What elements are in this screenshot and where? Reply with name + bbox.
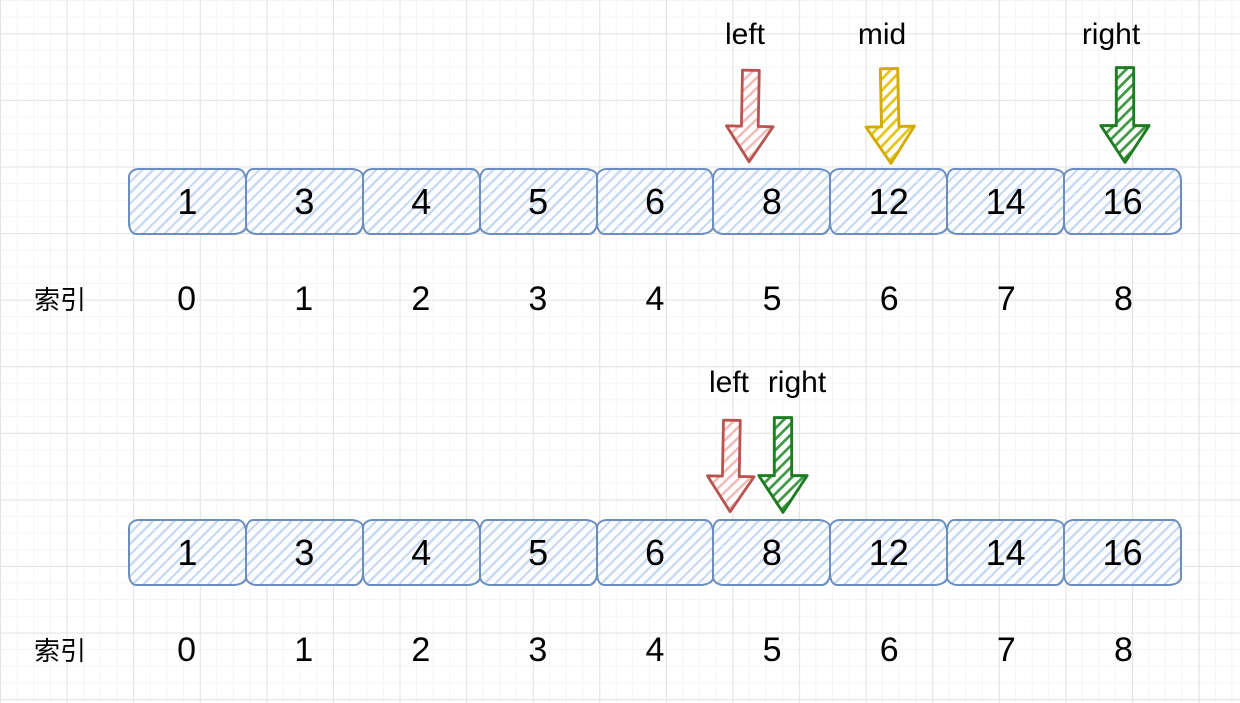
index-value: 3 xyxy=(528,279,548,318)
cell-value: 12 xyxy=(868,531,909,573)
index-value: 6 xyxy=(879,630,899,669)
array-cell: 3 xyxy=(244,519,364,586)
index-value: 7 xyxy=(996,279,1016,318)
index-value: 1 xyxy=(294,630,314,669)
array-cell: 4 xyxy=(361,519,481,586)
cell-value: 5 xyxy=(528,180,549,222)
array-cell: 16 xyxy=(1063,168,1183,235)
cell-value: 8 xyxy=(761,531,782,573)
array-cell: 6 xyxy=(595,519,715,586)
cell-value: 16 xyxy=(1102,531,1143,573)
index-value: 2 xyxy=(411,630,431,669)
cell-value: 5 xyxy=(528,531,549,573)
cell-value: 1 xyxy=(177,180,198,222)
right-pointer-down-arrow-icon xyxy=(754,412,812,518)
array-cell: 12 xyxy=(829,168,949,235)
cell-value: 4 xyxy=(411,180,432,222)
array-cell: 1 xyxy=(128,168,247,235)
array-cell: 1 xyxy=(128,519,247,586)
index-value: 0 xyxy=(177,630,197,669)
cell-value: 3 xyxy=(294,531,315,573)
left-pointer-down-arrow-icon xyxy=(702,413,760,518)
index-caption-top: 索引 xyxy=(34,285,87,315)
array-row-top: 1 3 4 5 6 8 12 14 16 xyxy=(128,168,1183,235)
index-value: 0 xyxy=(177,279,197,318)
array-cell: 14 xyxy=(946,519,1066,586)
index-value: 6 xyxy=(879,279,899,318)
index-value: 7 xyxy=(996,630,1016,669)
array-cell: 14 xyxy=(946,168,1066,235)
index-row-top: 0 1 2 3 4 5 6 7 8 xyxy=(128,279,1182,318)
cell-value: 14 xyxy=(985,531,1026,573)
index-value: 8 xyxy=(1113,630,1133,669)
pointer-label-mid: mid xyxy=(857,18,907,51)
cell-value: 6 xyxy=(644,180,666,222)
array-cell: 6 xyxy=(595,168,715,235)
index-caption-bottom: 索引 xyxy=(34,636,87,666)
mid-pointer-down-arrow-icon xyxy=(860,63,920,168)
array-cell: 16 xyxy=(1063,519,1183,586)
index-row-bottom: 0 1 2 3 4 5 6 7 8 xyxy=(128,630,1182,669)
array-cell: 5 xyxy=(478,519,598,586)
cell-value: 1 xyxy=(177,531,198,573)
index-value: 3 xyxy=(528,630,548,669)
index-value: 8 xyxy=(1113,279,1133,318)
index-value: 5 xyxy=(762,630,782,669)
array-cell: 3 xyxy=(244,168,364,235)
pointer-label-right: right xyxy=(767,366,827,399)
index-value: 1 xyxy=(294,279,314,318)
cell-value: 16 xyxy=(1102,180,1143,222)
index-value: 4 xyxy=(645,279,665,318)
pointer-label-right: right xyxy=(1081,18,1141,51)
left-pointer-down-arrow-icon xyxy=(721,63,779,168)
index-value: 5 xyxy=(762,279,782,318)
cell-value: 4 xyxy=(411,531,432,573)
array-cell: 12 xyxy=(829,519,949,586)
cell-value: 3 xyxy=(294,180,315,222)
array-cell: 4 xyxy=(361,168,481,235)
index-value: 2 xyxy=(411,279,431,318)
index-value: 4 xyxy=(645,630,665,669)
array-cell: 5 xyxy=(478,168,598,235)
pointer-label-left: left xyxy=(708,366,750,399)
pointer-label-left: left xyxy=(724,18,766,51)
right-pointer-down-arrow-icon xyxy=(1096,62,1154,168)
array-cell: 8 xyxy=(712,168,832,235)
array-cell: 8 xyxy=(712,519,832,586)
cell-value: 8 xyxy=(761,180,782,222)
cell-value: 12 xyxy=(868,180,909,222)
array-row-bottom: 1 3 4 5 6 8 12 14 16 xyxy=(128,519,1183,586)
cell-value: 14 xyxy=(985,180,1026,222)
cell-value: 6 xyxy=(644,531,666,573)
